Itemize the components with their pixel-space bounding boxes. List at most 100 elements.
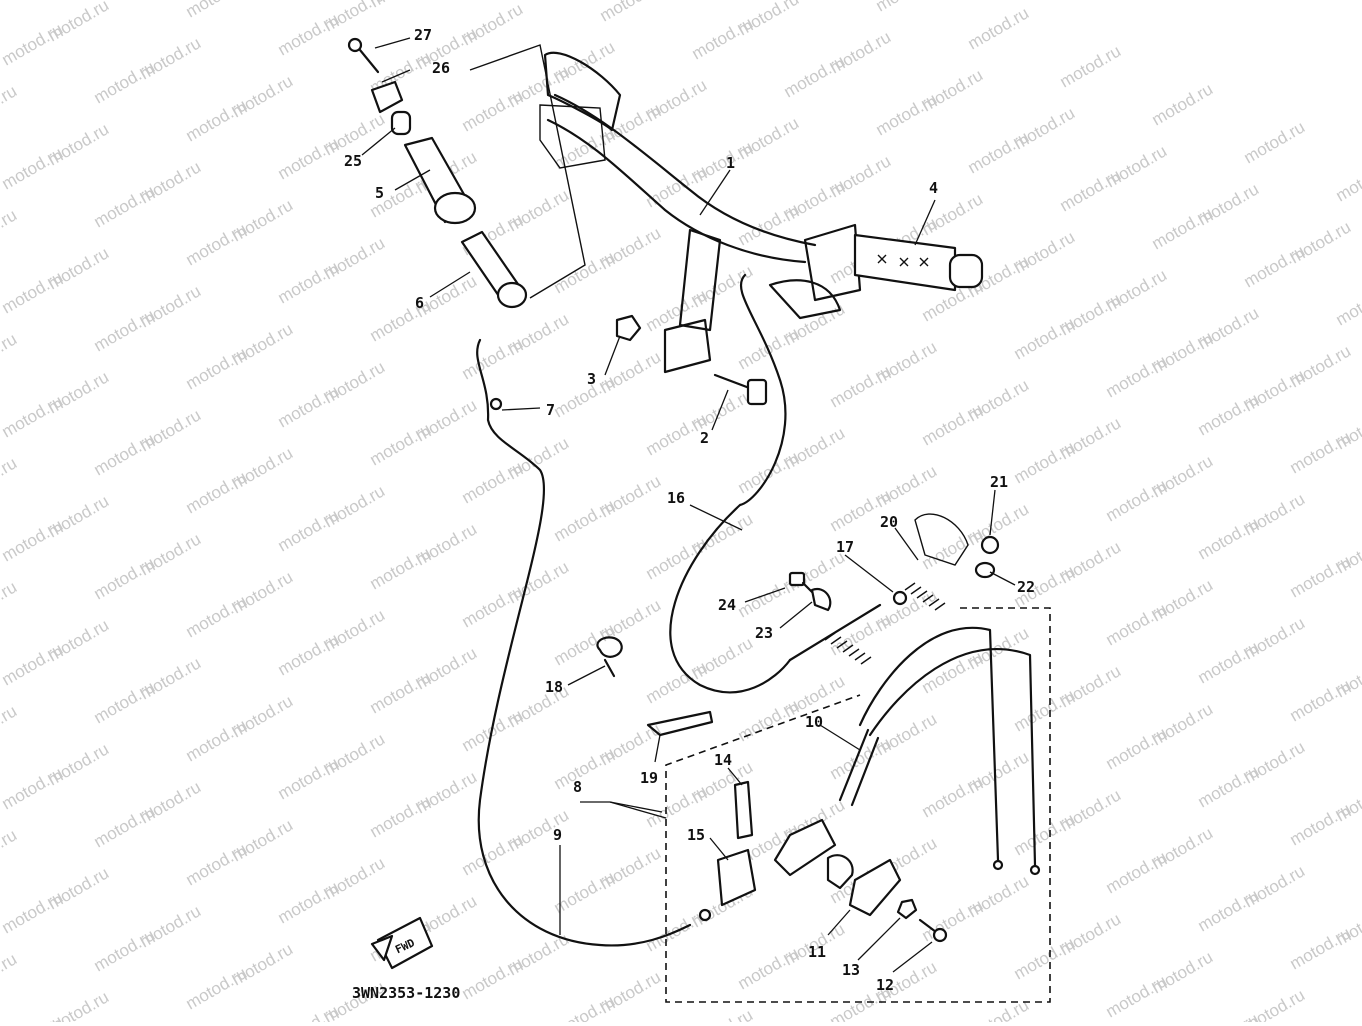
watermark-text: motod.ru <box>0 887 66 937</box>
watermark-text: motod.ru <box>91 181 159 231</box>
watermark-text: motod.ru <box>643 781 711 831</box>
watermark-text: motod.ru <box>91 553 159 603</box>
watermark-text: motod.ru <box>551 371 619 421</box>
callout-27: 27 <box>414 26 432 44</box>
watermark-text: motod.ru <box>873 0 941 15</box>
watermark-text: motod.ru <box>459 953 527 1003</box>
callout-20: 20 <box>880 513 898 531</box>
watermark-text: motod.ru <box>183 963 251 1013</box>
watermark-text: motod.ru <box>1057 165 1125 215</box>
callout-1: 1 <box>726 154 735 172</box>
callout-18: 18 <box>545 678 563 696</box>
watermark-text: motod.ru <box>0 949 20 999</box>
watermark-text: motod.ru <box>1287 675 1355 725</box>
watermark-text: motod.ru <box>1103 723 1171 773</box>
watermark-text: motod.ru <box>367 667 435 717</box>
watermark-text: motod.ru <box>0 825 20 875</box>
watermark-text: motod.ru <box>459 333 527 383</box>
watermark-text: motod.ru <box>459 85 527 135</box>
watermark-text: motod.ru <box>1011 437 1079 487</box>
callout-21: 21 <box>990 473 1008 491</box>
watermark-text: motod.ru <box>0 453 20 503</box>
watermark-text: motod.ru <box>735 695 803 745</box>
watermark-text: motod.ru <box>919 399 987 449</box>
watermark-text: motod.ru <box>367 419 435 469</box>
callout-3: 3 <box>587 370 596 388</box>
callout-13: 13 <box>842 961 860 979</box>
watermark-text: motod.ru <box>0 0 20 7</box>
watermark-text: motod.ru <box>275 877 343 927</box>
watermark-text: motod.ru <box>0 763 66 813</box>
watermark-text: motod.ru <box>183 343 251 393</box>
watermark-text: motod.ru <box>91 801 159 851</box>
callout-5: 5 <box>375 184 384 202</box>
watermark-text: motod.ru <box>1103 971 1171 1021</box>
watermark-text: motod.ru <box>689 1005 757 1022</box>
watermark-text: motod.ru <box>1287 551 1355 601</box>
watermark-text: motod.ru <box>0 701 20 751</box>
watermark-text: motod.ru <box>1011 933 1079 983</box>
watermark-text: motod.ru <box>275 1001 343 1022</box>
callout-17: 17 <box>836 538 854 556</box>
watermark-text: motod.ru <box>551 495 619 545</box>
watermark-text: motod.ru <box>0 639 66 689</box>
watermark-text: motod.ru <box>597 0 665 25</box>
diagram-code: 3WN2353-1230 <box>352 984 460 1002</box>
watermark-text: motod.ru <box>275 753 343 803</box>
watermark-text: motod.ru <box>91 429 159 479</box>
watermark-text: motod.ru <box>275 133 343 183</box>
callout-26: 26 <box>432 59 450 77</box>
callout-12: 12 <box>876 976 894 994</box>
watermark-text: motod.ru <box>459 457 527 507</box>
junction-block <box>775 820 946 941</box>
watermark-text: motod.ru <box>1241 117 1309 167</box>
watermark-text: motod.ru <box>1195 637 1263 687</box>
watermark-text: motod.ru <box>275 505 343 555</box>
watermark-text: motod.ru <box>919 771 987 821</box>
callout-15: 15 <box>687 826 705 844</box>
watermark-text: motod.ru <box>1149 79 1217 129</box>
watermark-text: motod.ru <box>275 257 343 307</box>
watermark-text: motod.ru <box>275 629 343 679</box>
watermark-text: motod.ru <box>0 19 66 69</box>
watermark-text: motod.ru <box>643 0 711 1</box>
watermark-text: motod.ru <box>0 515 66 565</box>
watermark-text: motod.ru <box>1195 1009 1263 1022</box>
callout-6: 6 <box>415 294 424 312</box>
watermark-text: motod.ru <box>0 329 20 379</box>
watermark-text: motod.ru <box>1195 389 1263 439</box>
watermark-text: motod.ru <box>367 543 435 593</box>
watermark-text: motod.ru <box>91 677 159 727</box>
callout-23: 23 <box>755 624 773 642</box>
watermark-text: motod.ru <box>183 0 251 21</box>
watermark-text: motod.ru <box>827 361 895 411</box>
right-grip <box>855 235 982 290</box>
watermark-text: motod.ru <box>781 51 849 101</box>
watermark-text: motod.ru <box>183 95 251 145</box>
watermark-text: motod.ru <box>551 247 619 297</box>
watermark-text: motod.ru <box>643 161 711 211</box>
watermark-text: motod.ru <box>551 991 619 1022</box>
watermark-text: motod.ru <box>1195 761 1263 811</box>
watermark-text: motod.ru <box>551 743 619 793</box>
callout-8: 8 <box>573 778 582 796</box>
watermark-text: motod.ru <box>1011 685 1079 735</box>
watermark-text: motod.ru <box>1011 313 1079 363</box>
watermark-text: motod.ru <box>91 305 159 355</box>
watermark-text: motod.ru <box>1333 155 1362 205</box>
watermark-text: motod.ru <box>183 715 251 765</box>
watermark-text: motod.ru <box>1287 923 1355 973</box>
watermark-text: motod.ru <box>735 943 803 993</box>
watermark-text: motod.ru <box>0 267 66 317</box>
watermark-text: motod.ru <box>91 57 159 107</box>
watermark-text: motod.ru <box>1057 41 1125 91</box>
watermark-text: motod.ru <box>919 895 987 945</box>
watermark-text: motod.ru <box>183 467 251 517</box>
watermark-text: motod.ru <box>643 657 711 707</box>
watermark-text: motod.ru <box>1241 241 1309 291</box>
watermark-text: motod.ru <box>873 89 941 139</box>
watermark-text: motod.ru <box>183 839 251 889</box>
watermark-text: motod.ru <box>1011 809 1079 859</box>
watermark-text: motod.ru <box>643 533 711 583</box>
